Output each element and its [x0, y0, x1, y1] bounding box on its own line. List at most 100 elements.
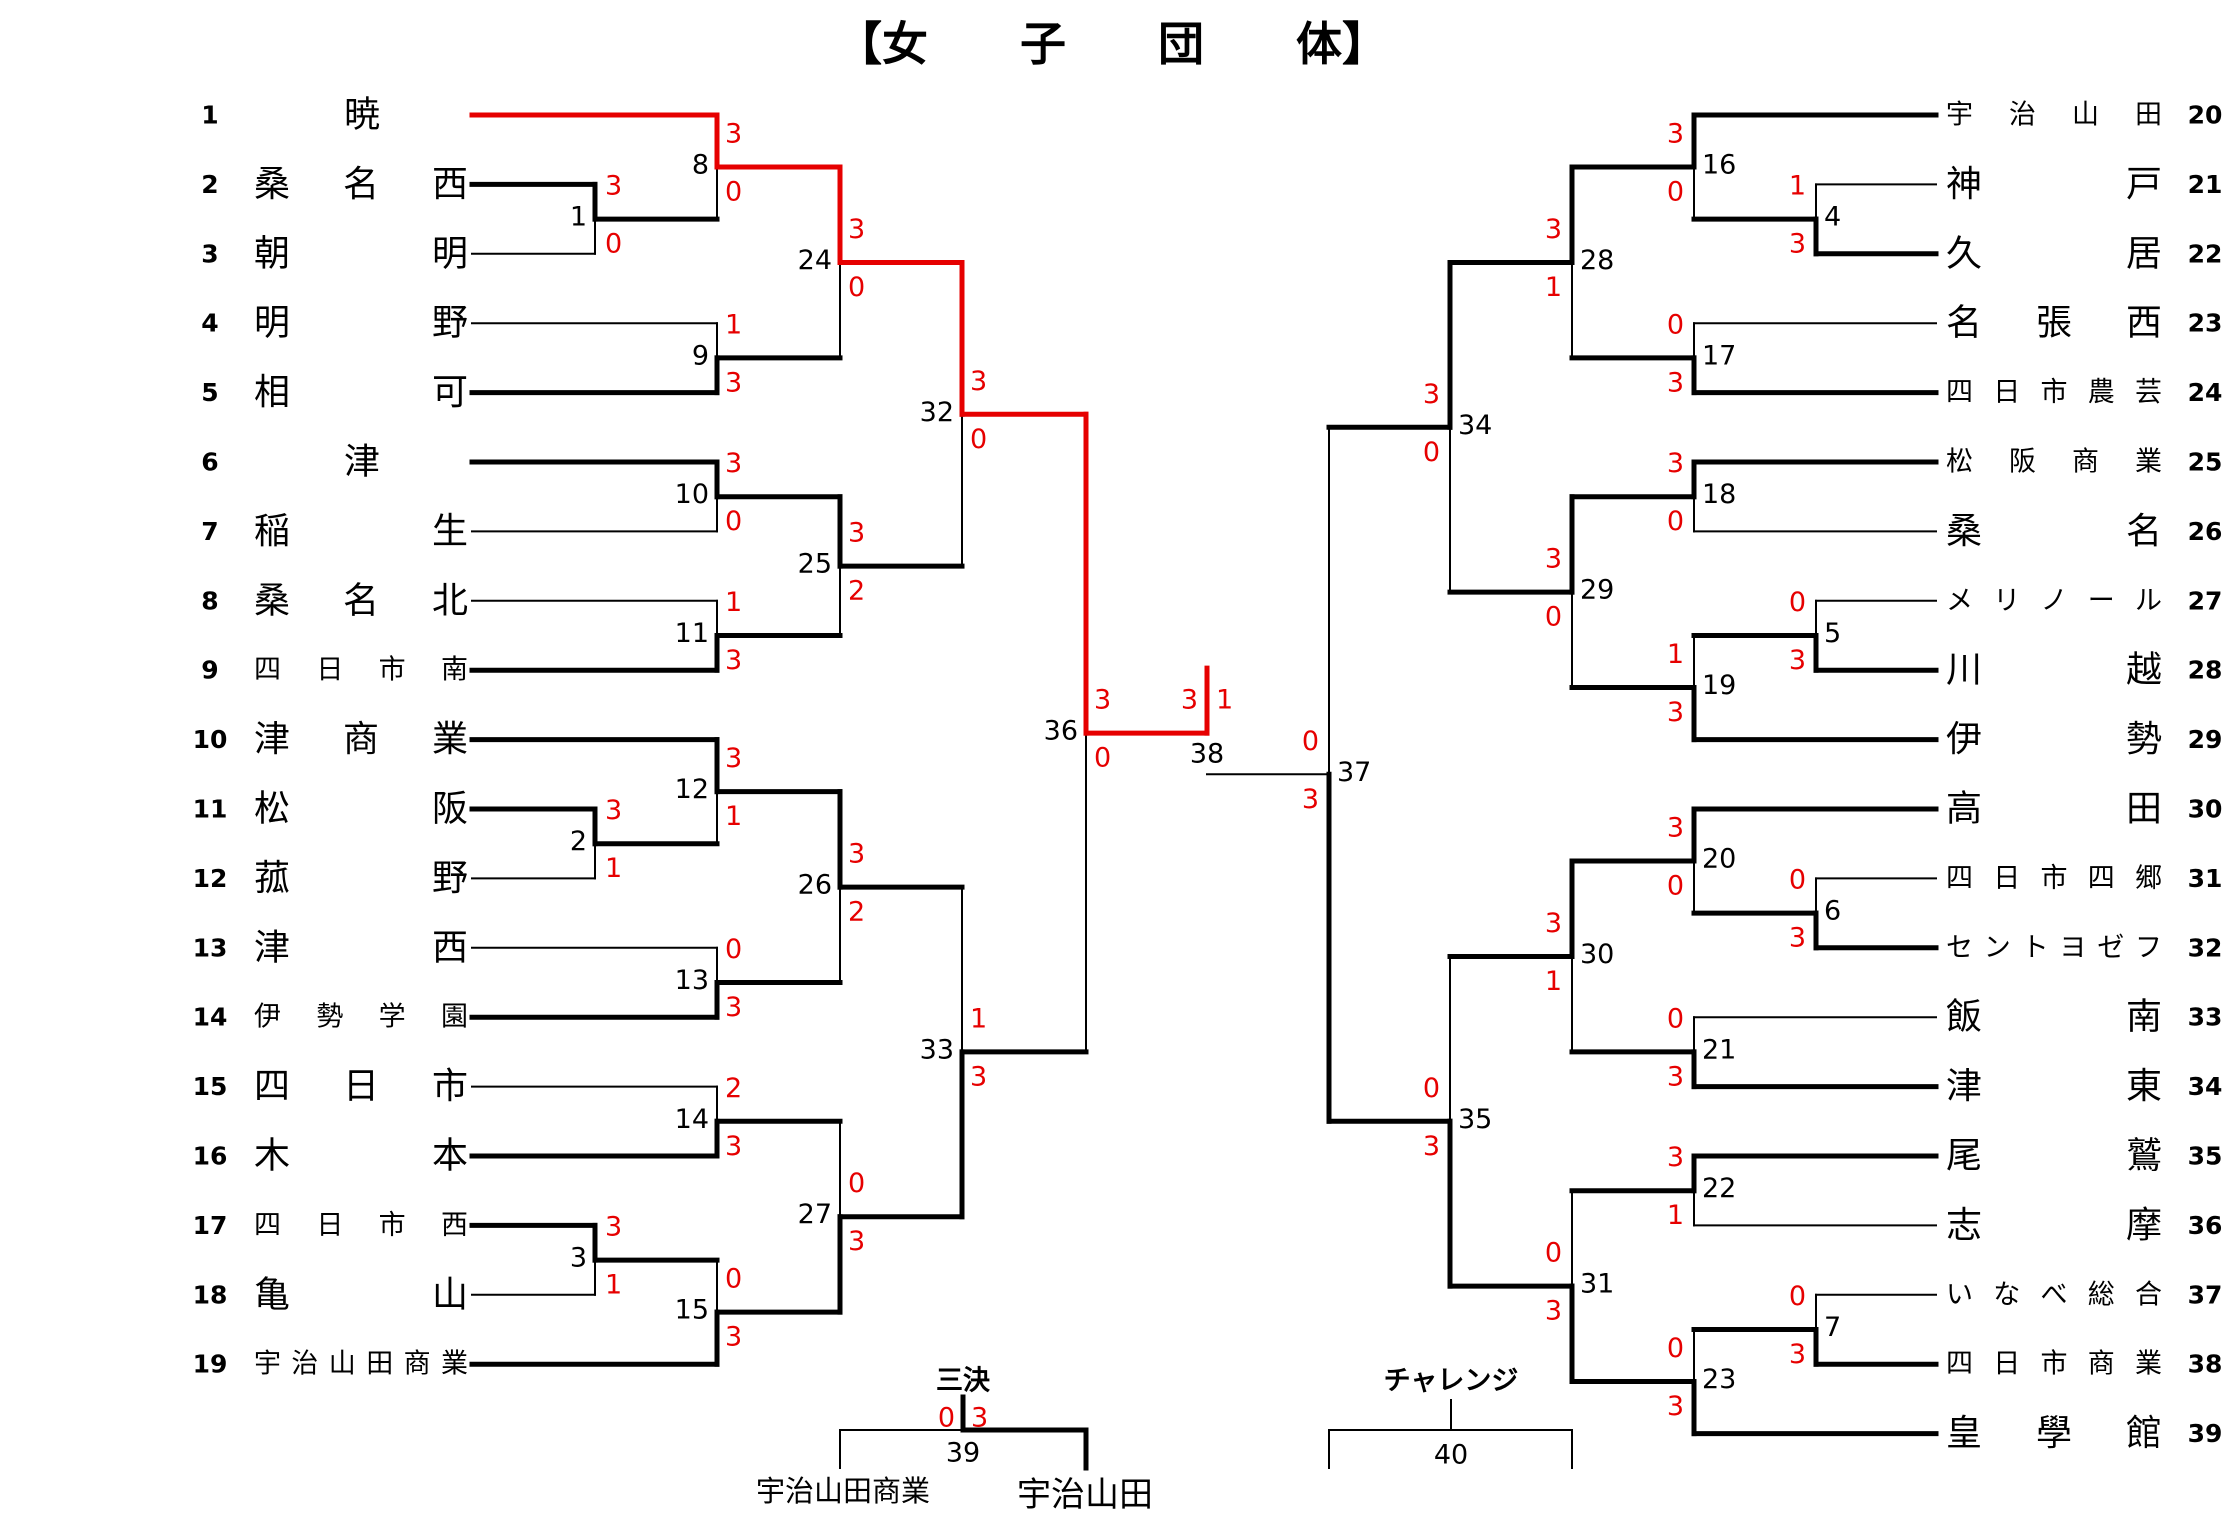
team-seed: 10	[193, 725, 228, 754]
team-seed: 2	[201, 170, 218, 199]
match-score: 0	[605, 229, 622, 260]
match-number: 32	[920, 397, 954, 428]
match-number: 30	[1580, 939, 1614, 970]
match-score: 0	[1667, 1003, 1684, 1034]
match-score: 1	[1545, 272, 1562, 303]
match-score: 0	[725, 1264, 742, 1295]
team-seed: 15	[193, 1072, 228, 1101]
match-number: 35	[1458, 1104, 1492, 1135]
match-score: 1	[1667, 1200, 1684, 1231]
team-seed: 34	[2188, 1072, 2223, 1101]
team-seed: 1	[201, 101, 218, 130]
third-place-right-team: 宇治山田	[1017, 1475, 1153, 1515]
match-score: 0	[1789, 587, 1806, 618]
team-seed: 6	[201, 448, 218, 477]
team-seed: 29	[2188, 725, 2223, 754]
match-score: 3	[725, 119, 742, 150]
match-number: 40	[1434, 1440, 1468, 1471]
match-score: 3	[1667, 367, 1684, 398]
team-name: 四日市商業	[1946, 1349, 2162, 1380]
match-number: 38	[1190, 739, 1224, 770]
team-seed: 5	[201, 378, 218, 407]
team-name: 松 阪	[254, 789, 468, 830]
team-name: 津 商 業	[254, 719, 468, 760]
match-number: 18	[1702, 479, 1736, 510]
match-score: 0	[1789, 1281, 1806, 1312]
team-name: 志 摩	[1946, 1205, 2162, 1246]
match-number: 11	[675, 618, 709, 649]
team-seed: 19	[193, 1350, 228, 1379]
team-name: 神 戸	[1946, 164, 2162, 205]
match-score: 3	[1423, 379, 1440, 410]
team-name: 名 張 西	[1946, 303, 2162, 344]
match-number: 12	[675, 774, 709, 805]
team-seed: 24	[2188, 378, 2223, 407]
match-number: 8	[692, 150, 709, 181]
team-name: 尾 鷲	[1946, 1136, 2162, 1177]
match-score: 0	[1423, 437, 1440, 468]
match-score: 2	[848, 897, 865, 928]
match-score: 3	[725, 448, 742, 479]
match-score: 3	[605, 795, 622, 826]
match-number: 22	[1702, 1173, 1736, 1204]
bracket-lines	[469, 112, 1939, 1471]
match-score: 0	[1667, 1333, 1684, 1364]
match-score: 3	[1667, 1142, 1684, 1173]
match-score: 3	[1423, 1131, 1440, 1162]
match-number: 36	[1044, 716, 1078, 747]
match-score: 3	[1302, 784, 1319, 815]
team-name: 伊 勢	[1946, 719, 2162, 760]
team-name: 高 田	[1946, 789, 2162, 830]
match-score: 0	[848, 1168, 865, 1199]
match-score: 3	[725, 1131, 742, 1162]
match-number: 16	[1702, 150, 1736, 181]
third-place-left-team: 宇治山田商業	[756, 1474, 930, 1508]
team-name: 松 阪 商 業	[1946, 447, 2162, 478]
match-score: 3	[1789, 1339, 1806, 1370]
match-score: 1	[605, 853, 622, 884]
match-number: 17	[1702, 340, 1736, 371]
match-score: 0	[1545, 1238, 1562, 1269]
team-seed: 21	[2188, 170, 2223, 199]
team-seed: 9	[201, 656, 218, 685]
team-name: 稲 生	[254, 511, 468, 552]
team-name: いなべ総合	[1946, 1279, 2162, 1310]
team-seed: 30	[2188, 795, 2223, 824]
match-score: 2	[848, 576, 865, 607]
match-number: 5	[1824, 618, 1841, 649]
match-score: 0	[1789, 865, 1806, 896]
match-score: 1	[725, 309, 742, 340]
team-name: 伊 勢 学 園	[254, 1002, 468, 1033]
team-seed: 36	[2188, 1211, 2223, 1240]
team-seed: 27	[2188, 586, 2223, 615]
match-score: 3	[848, 1226, 865, 1257]
match-score: 3	[1667, 697, 1684, 728]
match-score: 3	[1667, 1061, 1684, 1092]
team-name: 桑 名 北	[254, 580, 468, 621]
team-seed: 26	[2188, 517, 2223, 546]
match-score: 3	[725, 367, 742, 398]
team-seed: 13	[193, 933, 228, 962]
team-name: 宇 治 山 田	[1946, 100, 2162, 131]
team-seed: 18	[193, 1280, 228, 1309]
match-number: 29	[1580, 575, 1614, 606]
match-score: 0	[1667, 177, 1684, 208]
match-score: 0	[1545, 602, 1562, 633]
match-number: 31	[1580, 1269, 1614, 1300]
team-name: 朝 明	[254, 233, 468, 274]
match-score: 3	[1667, 1391, 1684, 1422]
match-number: 39	[946, 1438, 980, 1469]
match-score: 3	[848, 214, 865, 245]
match-score: 0	[725, 934, 742, 965]
match-number: 1	[570, 202, 587, 233]
match-number: 2	[570, 826, 587, 857]
match-score: 2	[725, 1073, 742, 1104]
team-name: 津 東	[1946, 1066, 2162, 1107]
match-score: 3	[725, 992, 742, 1023]
team-seed: 3	[201, 239, 218, 268]
match-score: 0	[725, 506, 742, 537]
team-name: 津	[344, 442, 380, 483]
team-name: 久 居	[1946, 233, 2162, 274]
team-seed: 12	[193, 864, 228, 893]
